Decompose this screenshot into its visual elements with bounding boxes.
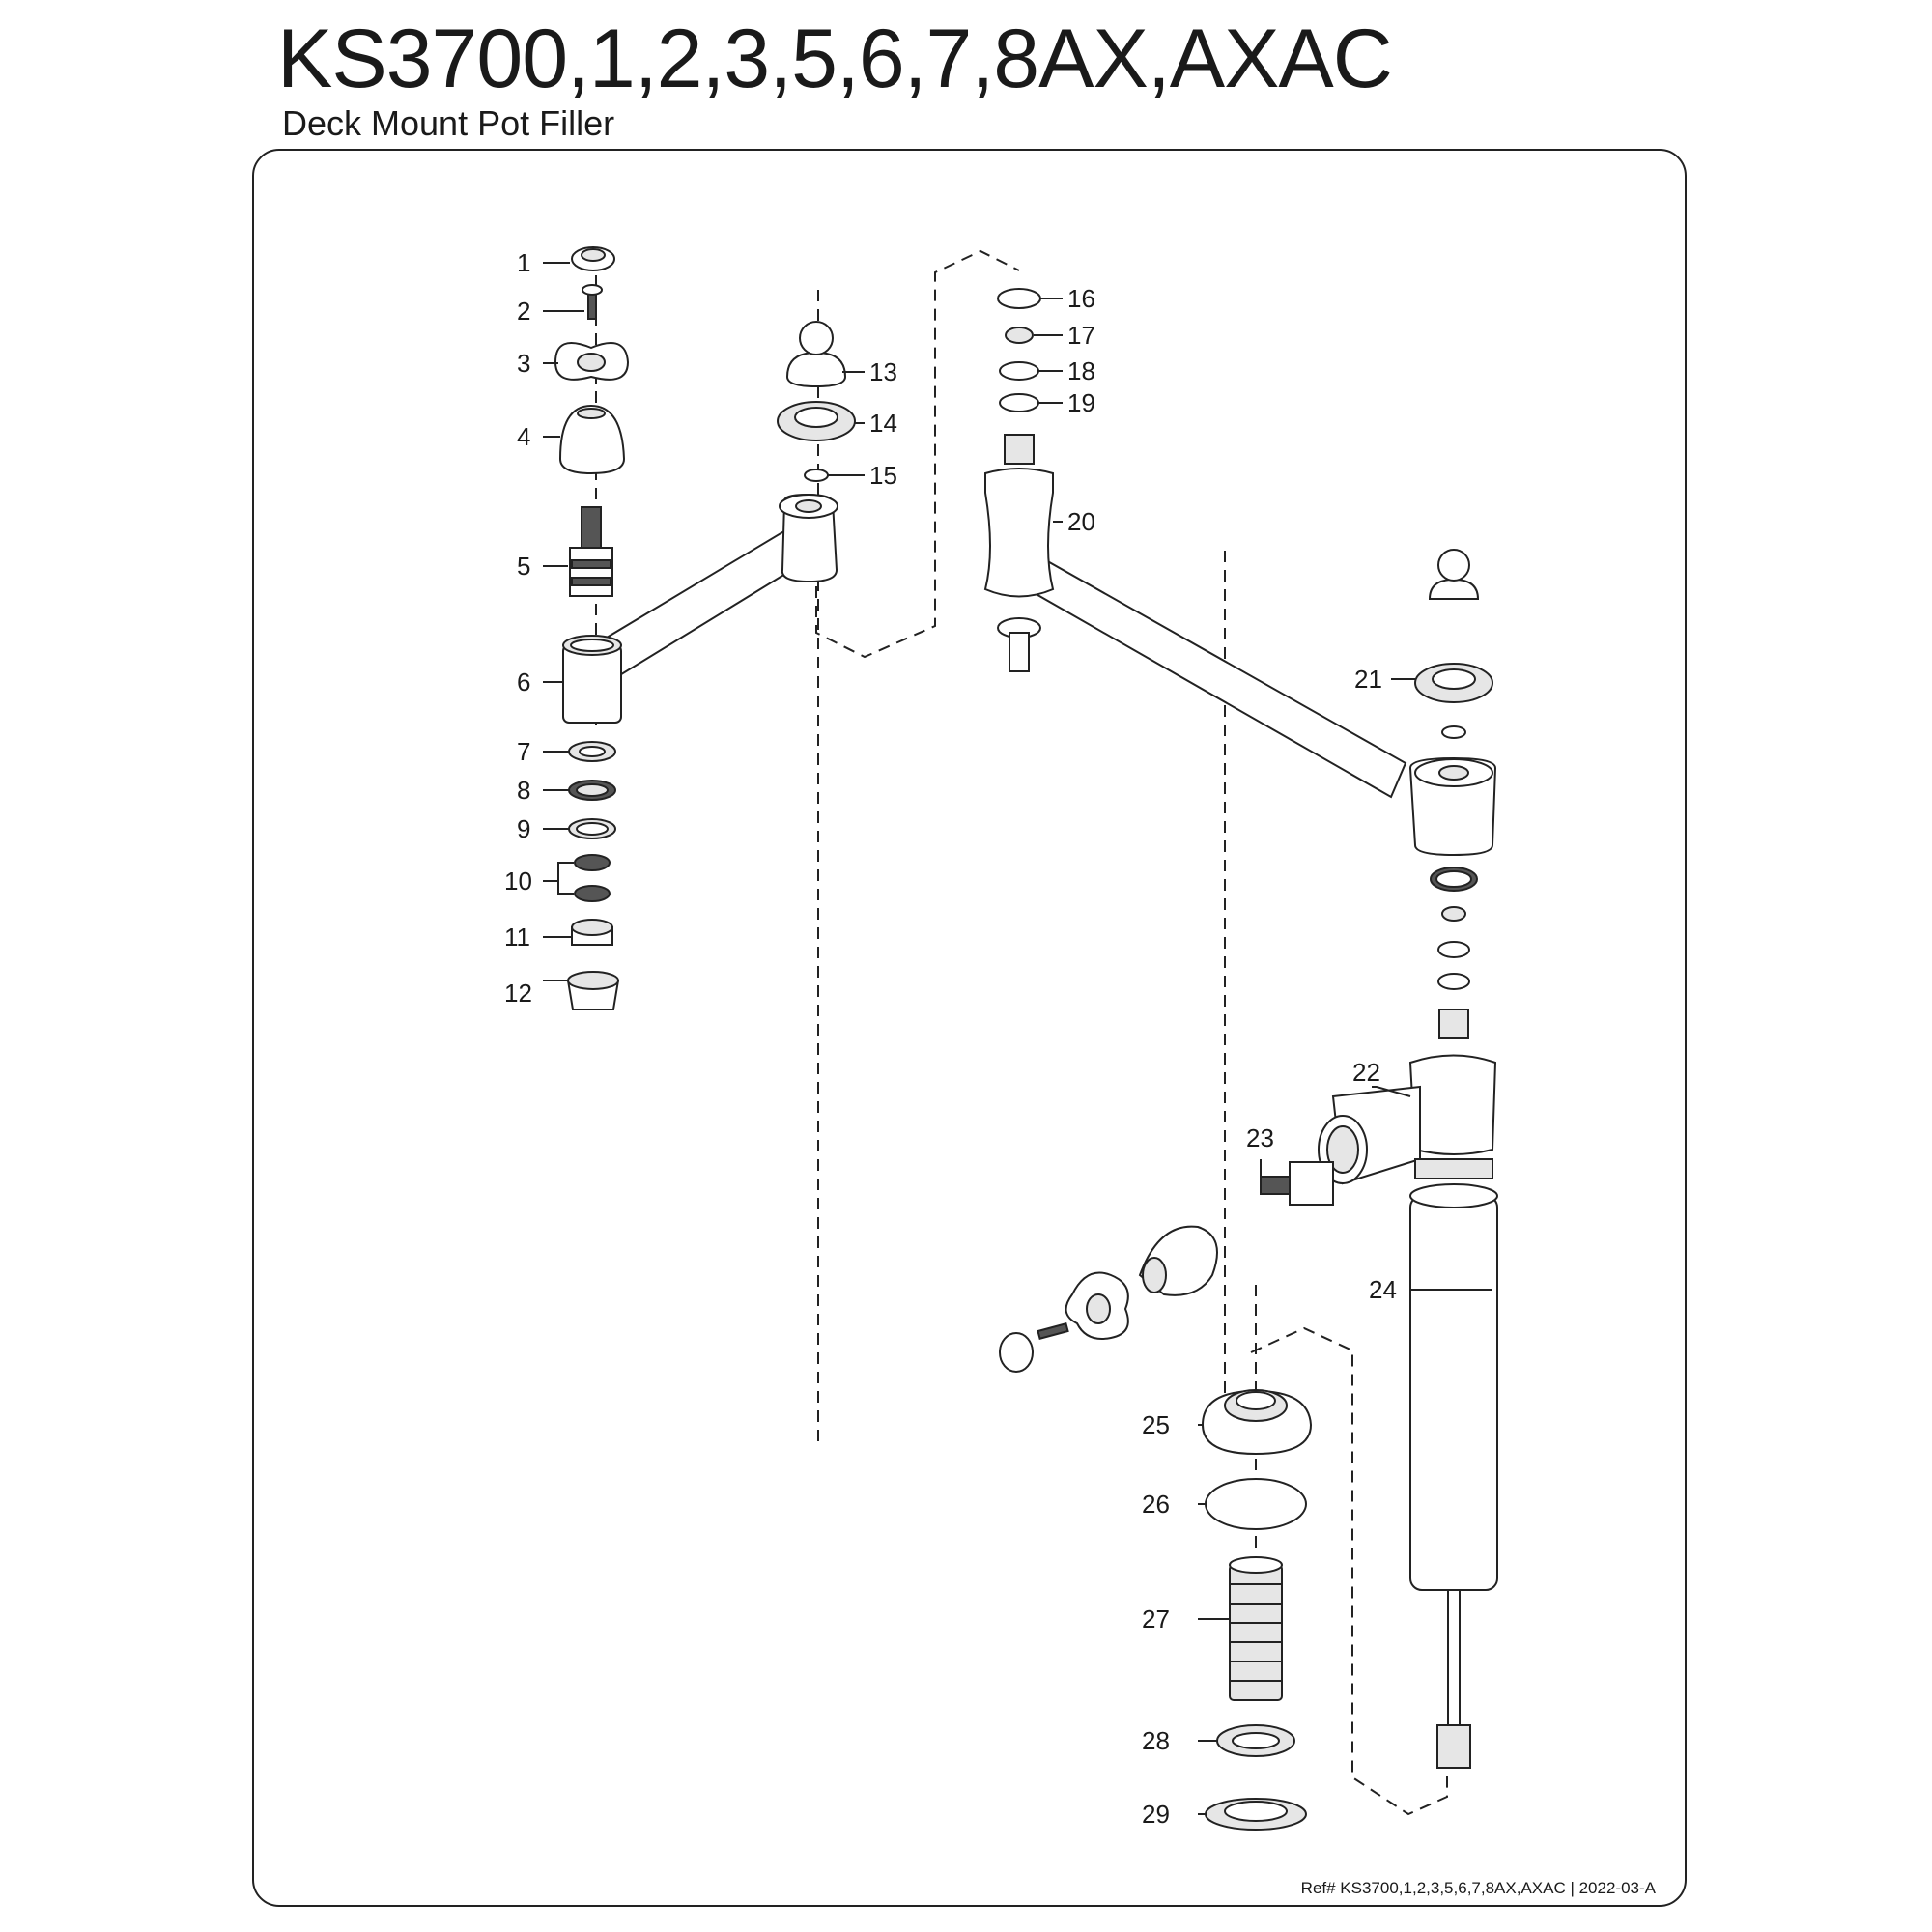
part-29-mounting-nut: [1205, 1798, 1307, 1831]
callout-3: 3: [517, 349, 530, 378]
side-handle-assembly: [999, 1225, 1218, 1373]
part-28-washer: [1216, 1724, 1295, 1757]
swivel-joint-right: [1408, 756, 1497, 857]
callout-2: 2: [517, 297, 530, 326]
part-3-cross-handle: [554, 342, 630, 381]
callout-13: 13: [869, 357, 897, 386]
part-25-base-flange: [1201, 1389, 1313, 1456]
right-seal-stack: [1430, 867, 1478, 1039]
part-2-screw: [582, 284, 603, 320]
callout-27: 27: [1142, 1605, 1170, 1634]
part-16-o-ring: [997, 288, 1041, 309]
part-15-o-ring: [804, 469, 829, 482]
callout-15: 15: [869, 461, 897, 490]
part-1-button-cap: [571, 246, 615, 271]
callout-17: 17: [1067, 321, 1095, 350]
part-4-bonnet: [558, 404, 626, 475]
part-8-aerator-insert: [568, 780, 616, 801]
part-17-bushing: [1005, 327, 1034, 344]
part-6-spout-body: [562, 635, 622, 724]
part-21-escutcheon: [1414, 549, 1493, 739]
callout-1: 1: [517, 248, 530, 277]
part-24-riser-tube: [1409, 1158, 1498, 1769]
document-title: KS3700,1,2,3,5,6,7,8AX,AXAC: [277, 13, 1393, 105]
callout-21: 21: [1354, 665, 1382, 694]
part-18-washer: [999, 361, 1039, 381]
callout-28: 28: [1142, 1726, 1170, 1755]
part-7-washer: [568, 741, 616, 762]
callout-22: 22: [1352, 1058, 1380, 1087]
callout-14: 14: [869, 409, 897, 438]
callout-10: 10: [504, 867, 532, 895]
leader-lines: [543, 262, 1492, 1815]
callout-25: 25: [1142, 1410, 1170, 1439]
callout-labels: 1 2 3 4 5 6 7 8 9 10 11 12 13 14 15 16 1…: [504, 248, 1397, 1829]
part-26-gasket: [1205, 1478, 1307, 1530]
callout-18: 18: [1067, 356, 1095, 385]
callout-24: 24: [1369, 1275, 1397, 1304]
part-27-threaded-shank: [1229, 1556, 1283, 1701]
callout-6: 6: [517, 668, 530, 696]
callout-16: 16: [1067, 284, 1095, 313]
part-10-screens: [574, 854, 611, 902]
swivel-joint-left: [779, 493, 838, 583]
reference-footer: Ref# KS3700,1,2,3,5,6,7,8AX,AXAC | 2022-…: [1300, 1879, 1656, 1897]
diagram-frame: [252, 149, 1687, 1907]
callout-26: 26: [1142, 1490, 1170, 1519]
callout-11: 11: [504, 923, 530, 952]
part-11-aerator-housing: [571, 919, 613, 946]
callout-23: 23: [1246, 1123, 1274, 1152]
spout-mid-arm: [1017, 549, 1407, 799]
callout-12: 12: [504, 979, 532, 1008]
part-13-finial: [785, 321, 847, 388]
part-12-aerator-cap: [566, 971, 620, 1010]
callout-19: 19: [1067, 388, 1095, 417]
assembly-guides: [595, 249, 1448, 1816]
part-9-ring: [568, 818, 616, 839]
part-22-valve-body: [1318, 1054, 1497, 1185]
callout-20: 20: [1067, 507, 1095, 536]
callout-9: 9: [517, 814, 530, 843]
part-14-escutcheon: [777, 401, 856, 441]
callout-8: 8: [517, 776, 530, 805]
callout-7: 7: [517, 737, 530, 766]
callout-4: 4: [517, 422, 530, 451]
callout-29: 29: [1142, 1800, 1170, 1829]
part-23-cartridge: [1260, 1161, 1334, 1206]
callout-5: 5: [517, 552, 530, 581]
document-subtitle: Deck Mount Pot Filler: [282, 103, 615, 143]
part-5-cartridge: [569, 506, 613, 597]
spout-left-arm: [605, 525, 810, 678]
part-20-swivel-elbow: [983, 434, 1055, 672]
part-19-washer: [999, 393, 1039, 412]
